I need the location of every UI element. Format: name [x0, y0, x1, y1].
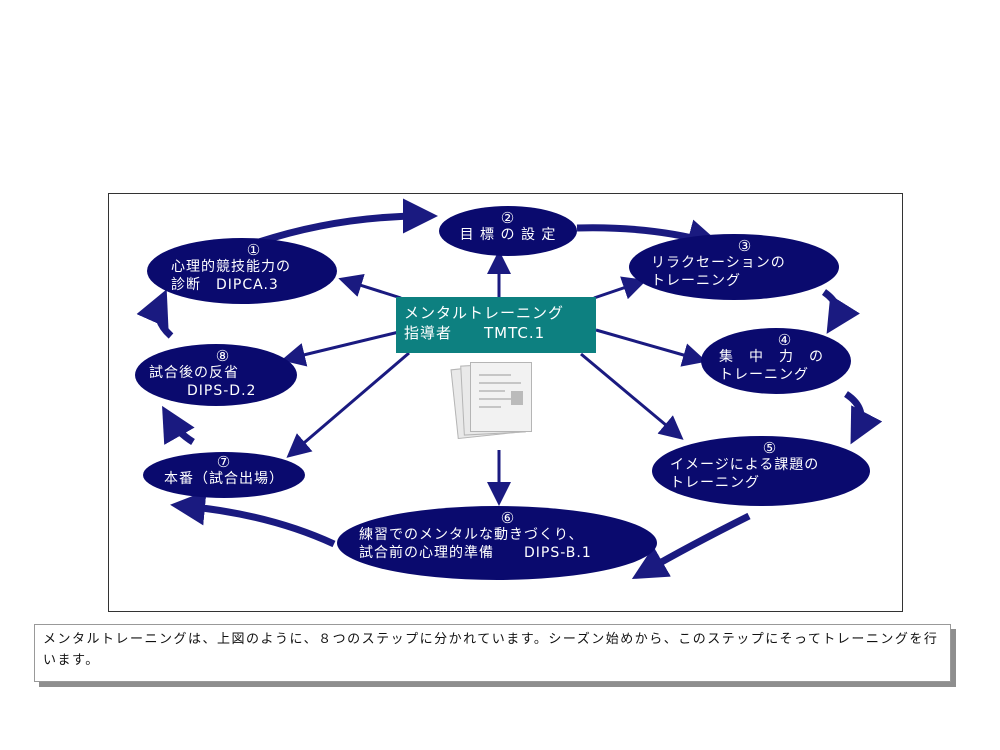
step-node-5: ⑤ イメージによる課題の トレーニング [652, 436, 870, 506]
step-label-8-line-1: 試合後の反省 [149, 365, 239, 381]
step-number-5: ⑤ [762, 439, 778, 457]
caption-box: メンタルトレーニングは、上図のように、８つのステップに分かれています。シーズン始… [34, 624, 951, 682]
arrows-layer [136, 198, 883, 580]
step-node-4: ④ 集 中 力 の トレーニング [701, 328, 851, 394]
cycle-arrow-3-4 [821, 289, 860, 334]
document-stack-image [450, 362, 544, 440]
step-number-8: ⑧ [215, 347, 231, 365]
step-number-2: ② [500, 209, 516, 227]
radial-arrow-1 [338, 273, 402, 300]
step-label-6-line-2: 試合前の心理的準備 DIPS-B.1 [359, 545, 592, 561]
step-label-5-line-1: イメージによる課題の [670, 457, 820, 473]
step-label-5-line-2: トレーニング [670, 475, 760, 491]
cycle-arrow-5-6 [631, 512, 751, 580]
step-number-7: ⑦ [216, 453, 232, 471]
step-label-3-line-1: リラクセーションの [651, 255, 786, 271]
cycle-arrow-1-2 [257, 198, 438, 246]
center-title: メンタルトレーニング [404, 304, 565, 322]
radial-arrow-3 [593, 276, 647, 300]
step-label-4-line-2: トレーニング [719, 367, 809, 383]
step-node-6: ⑥ 練習でのメンタルな動きづくり、 試合前の心理的準備 DIPS-B.1 [337, 506, 657, 580]
radial-arrow-4 [595, 328, 707, 367]
center-box: メンタルトレーニング 指導者 TMTC.1 [396, 297, 596, 353]
step-label-1-line-2: 診断 DIPCA.3 [171, 277, 279, 293]
step-label-3-line-2: トレーニング [651, 273, 741, 289]
cycle-arrow-6-7 [170, 490, 336, 548]
center-subtitle: 指導者 TMTC.1 [404, 324, 546, 342]
radial-arrow-5 [580, 352, 684, 440]
step-label-8-line-2: DIPS-D.2 [187, 383, 257, 399]
cycle-arrow-8-1 [136, 289, 174, 339]
step-label-7: 本番（試合出場） [164, 471, 284, 487]
step-node-7: ⑦ 本番（試合出場） [143, 452, 305, 498]
diagram-frame: ① 心理的競技能力の 診断 DIPCA.3 ② 目 標 の 設 定 ③ リラクセ… [108, 193, 903, 612]
caption-text: メンタルトレーニングは、上図のように、８つのステップに分かれています。シーズン始… [43, 632, 939, 668]
radial-arrow-7 [286, 351, 410, 458]
step-label-6-line-1: 練習でのメンタルな動きづくり、 [359, 527, 584, 543]
step-node-1: ① 心理的競技能力の 診断 DIPCA.3 [147, 238, 337, 304]
step-number-1: ① [246, 241, 262, 259]
cycle-arrow-4-5 [843, 391, 883, 445]
step-node-8: ⑧ 試合後の反省 DIPS-D.2 [135, 344, 297, 406]
step-number-6: ⑥ [500, 509, 516, 527]
radial-arrow-8 [281, 330, 400, 367]
step-number-4: ④ [777, 331, 793, 349]
step-label-2: 目 標 の 設 定 [459, 227, 557, 243]
step-node-2: ② 目 標 の 設 定 [439, 206, 577, 256]
step-label-4-line-1: 集 中 力 の [719, 349, 824, 365]
step-number-3: ③ [737, 237, 753, 255]
cycle-arrow-7-8 [162, 405, 195, 445]
step-node-3: ③ リラクセーションの トレーニング [629, 234, 839, 300]
step-label-1-line-1: 心理的競技能力の [171, 259, 291, 275]
